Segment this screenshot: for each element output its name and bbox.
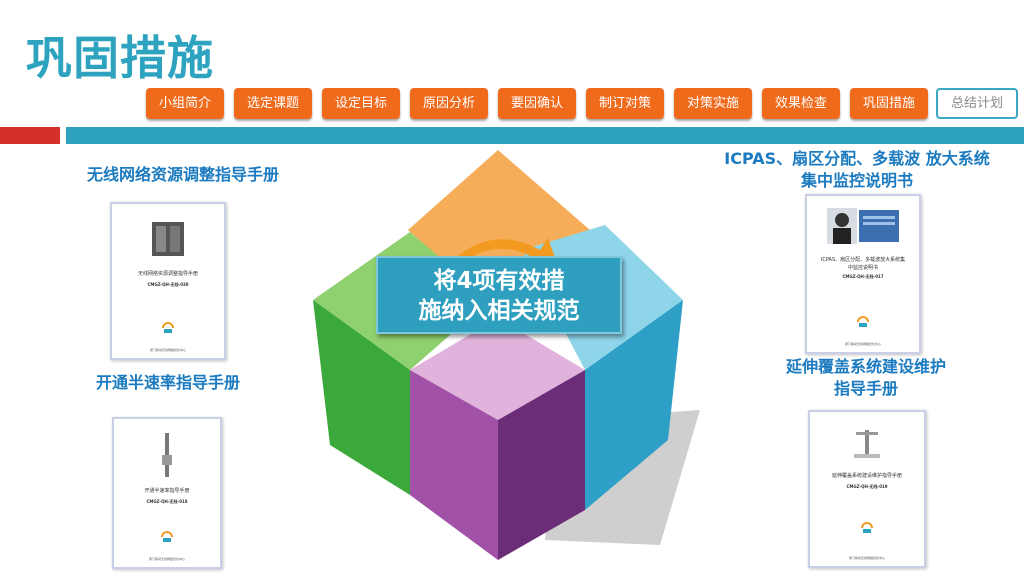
doc-code: CMGZ-QH-无线-019: [846, 484, 888, 489]
nav-item-select-topic[interactable]: 选定课题: [234, 88, 312, 119]
doc-code: CMGZ-QH-无线-017: [842, 274, 884, 279]
nav-item-main-cause[interactable]: 要因确认: [498, 88, 576, 119]
operator-image-icon: [827, 208, 899, 244]
doc-footer: 厦门移动无线网络优化中心: [148, 557, 185, 561]
divider-teal: [66, 127, 1024, 144]
doc-coverage[interactable]: 延伸覆盖系统建设维护指导手册 CMGZ-QH-无线-019 厦门移动无线网络优化…: [808, 410, 926, 568]
cube-side-blue: [585, 300, 683, 510]
cube-side-green: [313, 300, 410, 495]
nav-item-set-goal[interactable]: 设定目标: [322, 88, 400, 119]
cube-top-pink: [410, 318, 585, 420]
device-image-icon: [152, 222, 184, 256]
nav-item-group-intro[interactable]: 小组简介: [146, 88, 224, 119]
doc-title-line2: 中监控说明书: [847, 265, 878, 271]
company-logo-icon: [161, 531, 173, 542]
nav-item-summary[interactable]: 总结计划: [936, 88, 1018, 119]
company-logo-icon: [857, 316, 869, 327]
doc-footer: 厦门移动无线网络优化中心: [848, 556, 885, 560]
nav-item-implement[interactable]: 对策实施: [674, 88, 752, 119]
nav-item-consolidate[interactable]: 巩固措施: [850, 88, 928, 119]
cube-front-purple-right: [498, 370, 585, 560]
doc-label-halfrate: 开通半速率指导手册: [95, 373, 240, 392]
doc-title: 无线网络资源调整指导手册: [137, 271, 198, 277]
center-callout-line2: 施纳入相关规范: [418, 298, 580, 324]
doc-label-coverage: 延伸覆盖系统建设维护 指导手册: [760, 356, 972, 400]
nav-item-check-effect[interactable]: 效果检查: [762, 88, 840, 119]
nav-item-make-plan[interactable]: 制订对策: [586, 88, 664, 119]
doc-wireless[interactable]: 无线网络资源调整指导手册 CMGZ-QH-无线-030 厦门移动无线网络优化中心: [110, 202, 226, 360]
center-callout-line1: 将4项有效措: [433, 268, 565, 294]
doc-label-coverage-line2: 指导手册: [833, 379, 898, 398]
doc-label-icpas-line2: 集中监控说明书: [800, 171, 913, 190]
company-logo-icon: [162, 322, 174, 333]
doc-code: CMGZ-QH-无线-018: [146, 499, 188, 504]
doc-footer: 厦门移动无线网络优化中心: [149, 348, 186, 352]
center-callout: 将4项有效措 施纳入相关规范: [376, 256, 622, 334]
doc-code: CMGZ-QH-无线-030: [147, 282, 189, 287]
doc-title: 延伸覆盖系统建设维护指导手册: [831, 473, 902, 479]
doc-label-coverage-line1: 延伸覆盖系统建设维护: [785, 357, 946, 376]
company-logo-icon: [861, 522, 873, 533]
tower-image-icon: [854, 430, 880, 458]
doc-label-icpas-line1: ICPAS、扇区分配、多载波 放大系统: [724, 149, 990, 168]
divider-red: [0, 127, 60, 144]
nav-item-cause-analysis[interactable]: 原因分析: [410, 88, 488, 119]
page-title: 巩固措施: [26, 31, 214, 85]
doc-label-icpas: ICPAS、扇区分配、多载波 放大系统 集中监控说明书: [690, 148, 1024, 192]
doc-title: 开通半速率指导手册: [144, 488, 190, 494]
doc-halfrate[interactable]: 开通半速率指导手册 CMGZ-QH-无线-018 厦门移动无线网络优化中心: [112, 417, 222, 569]
antenna-image-icon: [162, 433, 172, 477]
cube-front-purple-left: [410, 370, 498, 560]
doc-icpas[interactable]: ICPAS、扇区分配、多载波放大系统集 中监控说明书 CMGZ-QH-无线-01…: [805, 194, 921, 354]
doc-title-line1: ICPAS、扇区分配、多载波放大系统集: [820, 257, 906, 263]
doc-label-wireless: 无线网络资源调整指导手册: [86, 165, 279, 184]
doc-footer: 厦门移动无线网络优化中心: [844, 342, 881, 346]
